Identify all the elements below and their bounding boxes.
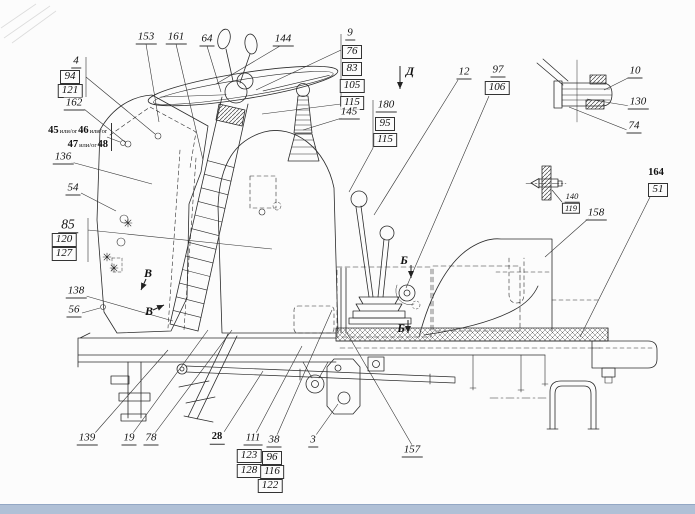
inset-fitting-detail [536, 58, 613, 123]
callout-162: 162 [63, 96, 85, 111]
callout-120: 120 [51, 233, 77, 247]
control-console [217, 130, 339, 334]
callout-56: 56 [66, 303, 82, 318]
callout-4: 4 [71, 54, 81, 69]
callout-111: 111 [243, 431, 263, 446]
callout-85: 85 [58, 217, 78, 233]
callout-123: 123 [236, 449, 262, 463]
horizontal-scrollbar[interactable] [0, 504, 695, 514]
callout-74: 74 [626, 119, 642, 134]
callout-122: 122 [257, 479, 283, 493]
callout-138: 138 [65, 284, 87, 299]
callout-3: 3 [308, 433, 318, 448]
alt-separator: или/or [89, 128, 107, 135]
corner-break-marks [0, 3, 57, 44]
callout-130: 130 [627, 95, 649, 110]
callout-153: 153 [135, 30, 157, 45]
callout-54: 54 [65, 181, 81, 196]
callout-76: 76 [342, 45, 362, 59]
steering-column [169, 96, 249, 332]
platform [77, 327, 609, 393]
callout-106: 106 [484, 81, 510, 95]
alt-number: 47 [67, 139, 79, 150]
callout-38: 38 [266, 433, 282, 448]
callout-127: 127 [51, 247, 77, 261]
callout-144: 144 [272, 32, 294, 47]
alternatives-note: 45или/or46или/or 47или/or48 [20, 123, 112, 151]
callout-157: 157 [401, 443, 423, 458]
callout-95: 95 [375, 117, 395, 131]
section-label-b-upper: Б [400, 253, 408, 267]
alt-separator: или/or [79, 142, 97, 149]
switch-symbols [102, 218, 133, 273]
steering-wheel [147, 28, 339, 107]
callout-116: 116 [260, 465, 284, 479]
section-label-b-lower: Б [397, 321, 405, 335]
callout-94: 94 [60, 70, 80, 84]
alt-number: 48 [97, 139, 109, 150]
callout-158: 158 [585, 206, 607, 221]
callout-9: 9 [345, 26, 355, 41]
callout-105: 105 [339, 79, 365, 93]
callout-136: 136 [52, 150, 74, 165]
callout-180: 180 [375, 98, 397, 113]
callout-115: 115 [373, 133, 397, 147]
alt-separator: или/or [59, 128, 78, 135]
callout-19: 19 [121, 431, 137, 446]
callout-140: 140 [564, 190, 580, 203]
inset-pin-detail [525, 165, 567, 201]
underframe-linkage [110, 333, 456, 423]
callout-128: 128 [236, 464, 262, 478]
callout-97: 97 [490, 63, 506, 78]
support-legs [489, 340, 658, 430]
view-label-d: Д [405, 64, 415, 78]
leader-lines [70, 34, 651, 446]
alt-number: 46 [78, 125, 89, 136]
callout-28: 28 [209, 431, 225, 445]
dashboard [96, 94, 209, 334]
section-label-v-upper: В [143, 266, 153, 280]
callout-78: 78 [143, 431, 159, 446]
gear-levers [336, 190, 432, 338]
joystick [287, 83, 320, 162]
callout-96: 96 [262, 451, 282, 465]
callout-12: 12 [456, 65, 472, 80]
callout-64: 64 [199, 32, 215, 47]
seat-assembly [418, 238, 602, 338]
callout-83: 83 [342, 62, 362, 76]
alternatives-line-2: 47или/or48 [20, 137, 108, 151]
view-arrows [140, 66, 414, 333]
callout-164: 164 [648, 166, 664, 178]
alt-number: 45 [48, 125, 59, 136]
alternatives-line-1: 45или/or46или/or [20, 123, 108, 137]
callout-51: 51 [648, 183, 668, 197]
callout-145: 145 [338, 105, 360, 120]
callout-10: 10 [627, 64, 643, 79]
section-label-v-lower: В [144, 304, 154, 318]
callout-119: 119 [561, 202, 581, 214]
callout-161: 161 [165, 30, 187, 45]
callout-139: 139 [76, 431, 98, 446]
column-switch-levers [217, 28, 258, 84]
